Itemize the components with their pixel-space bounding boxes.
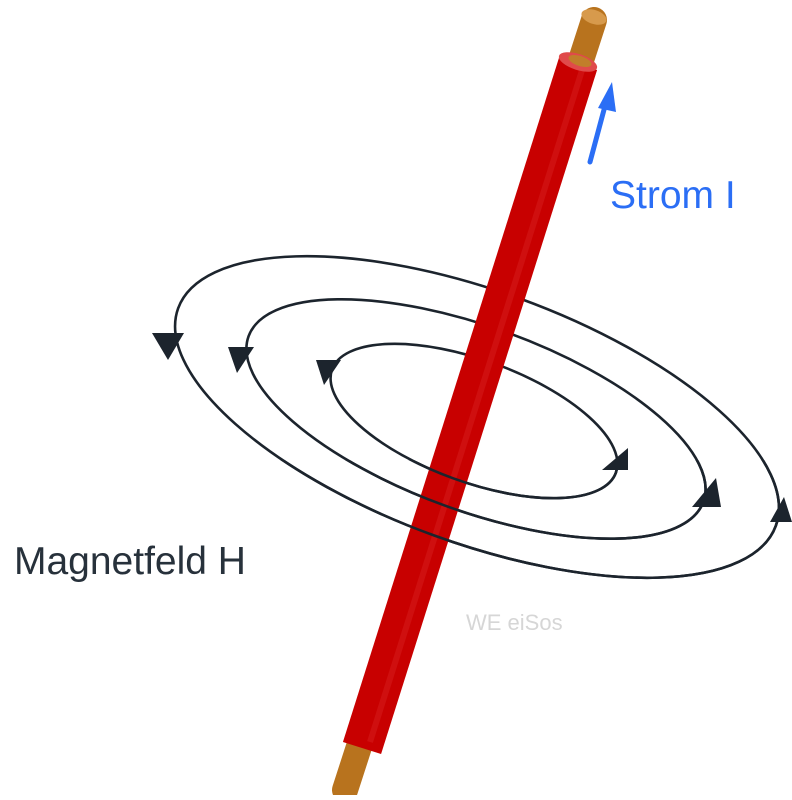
triangle-arrowhead-icon — [770, 497, 792, 522]
field-loop-outer-front — [173, 460, 781, 580]
magnetic-field-label: Magnetfeld H — [14, 540, 246, 583]
watermark: WE eiSos — [466, 610, 563, 635]
triangle-arrowhead-icon — [692, 478, 721, 507]
wire-copper-top-end — [581, 9, 607, 25]
triangle-arrowhead-icon — [316, 360, 341, 385]
wire — [332, 7, 607, 800]
current-arrow — [587, 82, 616, 165]
triangle-arrowhead-icon — [602, 448, 628, 470]
arrow-up-right-icon — [587, 103, 608, 165]
wire-insulation — [342, 57, 598, 755]
field-loop-inner-front — [329, 460, 619, 500]
triangle-arrowhead-icon — [152, 333, 184, 360]
field-arrowheads — [152, 333, 792, 522]
triangle-arrowhead-icon — [228, 347, 254, 373]
current-arrowhead — [598, 82, 616, 112]
wire-copper-inner-end — [568, 54, 592, 68]
wire-insulation-highlight — [367, 63, 587, 743]
current-label: Strom I — [610, 174, 736, 217]
